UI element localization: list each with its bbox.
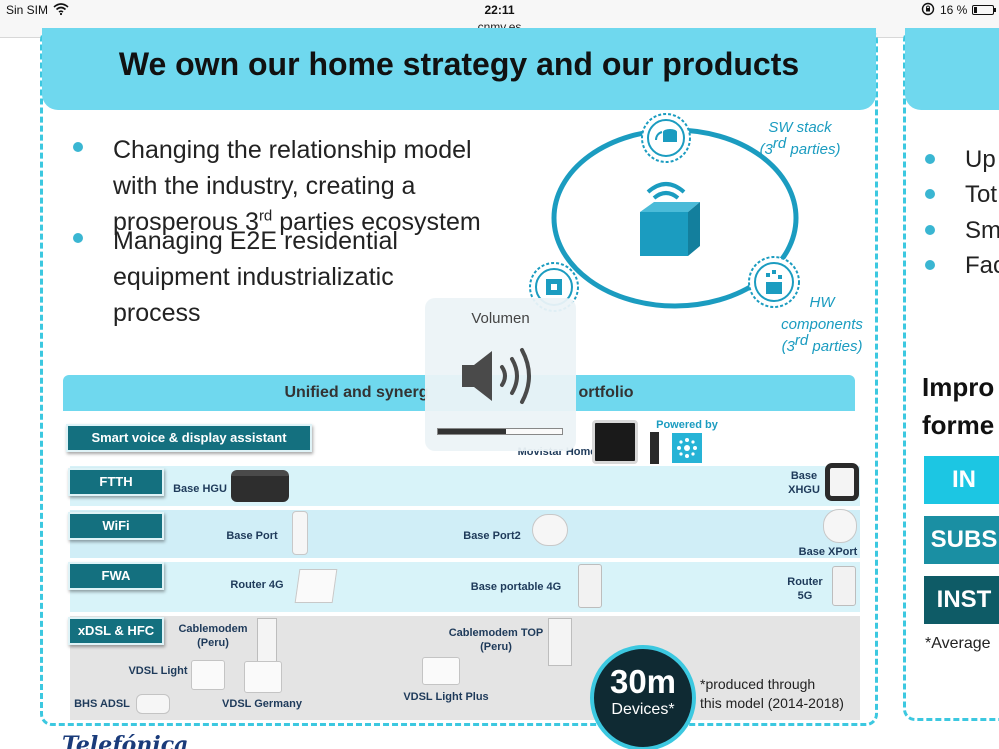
label-vdsl-germany: VDSL Germany <box>222 698 302 710</box>
devices-count: 30m <box>609 663 677 700</box>
label-powered-by: Powered by <box>656 419 718 431</box>
movistar-home-speaker <box>650 432 659 464</box>
router-5g-device <box>832 566 856 606</box>
bullet-dot <box>925 225 935 235</box>
vdsl-germany-device <box>244 661 282 693</box>
label-vdsl-light: VDSL Light <box>128 665 188 677</box>
bullet-dot <box>73 233 83 243</box>
label-router-4g: Router 4G <box>230 579 284 591</box>
bullet-2: Managing E2E residential equipment indus… <box>113 223 398 331</box>
base-hgu-device <box>231 470 289 502</box>
base-xport-device <box>823 509 857 543</box>
wifi-icon <box>53 3 69 16</box>
battery-icon <box>972 5 996 15</box>
next-box-2: SUBS <box>924 516 999 564</box>
vdsl-light-device <box>191 660 225 690</box>
base-port2-device <box>532 514 568 546</box>
battery-percent: 16 % <box>940 3 968 17</box>
vdsl-light-plus-device <box>422 657 460 685</box>
bullet-1-line-3: prosperous 3rd parties ecosystem <box>113 207 481 236</box>
bullet-2-line-2: equipment industrializatic <box>113 263 394 291</box>
chip-xdsl-hfc: xDSL & HFC <box>68 617 164 645</box>
cablemodem-top-device <box>548 618 572 666</box>
chip-fwa: FWA <box>68 562 164 590</box>
label-cablemodem-top: Cablemodem TOP (Peru) <box>448 627 544 653</box>
next-bullet-1: Up <box>965 146 996 173</box>
clock: 22:11 <box>484 3 515 17</box>
battery-level <box>974 7 977 13</box>
chip-ftth: FTTH <box>68 468 164 496</box>
orientation-lock-icon <box>921 2 935 16</box>
next-bullet-2: Tot <box>965 181 998 208</box>
volume-level <box>438 429 507 434</box>
label-base-hgu: Base HGU <box>173 483 227 495</box>
router-4g-device <box>294 569 338 603</box>
chip-wifi: WiFi <box>68 512 164 540</box>
row-band-fwa <box>70 562 860 612</box>
next-heading-line-2: forme <box>922 410 995 440</box>
volume-hud <box>425 298 576 451</box>
bullet-2-line-1: Managing E2E residential <box>113 227 398 255</box>
powered-by-logo <box>672 433 702 463</box>
row-band-wifi <box>70 510 860 558</box>
hw-components-icon <box>748 256 800 308</box>
row-band-ftth <box>70 466 860 506</box>
next-note: *Average <box>925 635 991 652</box>
label-base-portable-4g: Base portable 4G <box>470 581 562 593</box>
base-port-device <box>292 511 308 555</box>
volume-title: Volumen <box>471 310 530 327</box>
bullet-1: Changing the relationship model with the… <box>113 132 481 240</box>
bullet-dot <box>925 189 935 199</box>
next-box-1: IN <box>924 456 999 504</box>
next-slide-title-band <box>905 28 999 110</box>
label-base-port: Base Port <box>226 530 278 542</box>
wifi-cube-icon <box>640 182 700 256</box>
label-cablemodem-peru: Cablemodem (Peru) <box>178 623 248 649</box>
speaker-icon <box>462 348 531 404</box>
next-heading-line-1: Impro <box>922 372 995 402</box>
devices-unit: Devices* <box>611 701 675 718</box>
carrier-label: Sin SIM <box>6 3 49 17</box>
hw-components-label: HW components (3rd parties) <box>781 294 863 355</box>
movistar-home-device <box>592 420 638 464</box>
base-xhgu-device <box>825 463 859 501</box>
bullet-1-line-1: Changing the relationship model <box>113 136 472 164</box>
next-bullet-4: Fac <box>965 252 999 279</box>
volume-slider[interactable] <box>437 428 563 435</box>
bullet-dot <box>925 154 935 164</box>
next-bullet-3: Sm <box>965 217 999 244</box>
base-portable-4g-device <box>578 564 602 608</box>
cablemodem-peru-device <box>257 618 277 666</box>
label-base-port2: Base Port2 <box>463 530 521 542</box>
label-vdsl-light-plus: VDSL Light Plus <box>403 691 489 703</box>
chip-smart-voice: Smart voice & display assistant <box>66 424 312 452</box>
bhs-adsl-device <box>136 694 170 714</box>
devices-stat-circle <box>590 645 696 749</box>
title-band <box>42 28 876 110</box>
label-bhs-adsl: BHS ADSL <box>74 698 130 710</box>
next-box-3: INST <box>924 576 999 624</box>
label-base-xport: Base XPort <box>798 546 858 558</box>
devices-note: *produced through this model (2014-2018) <box>700 676 844 711</box>
bullet-dot <box>925 260 935 270</box>
bullet-dot <box>73 142 83 152</box>
sw-stack-icon <box>641 113 691 163</box>
telefonica-logo: Telefónica <box>62 732 189 749</box>
bullet-1-line-2: with the industry, creating a <box>113 172 416 200</box>
bullet-2-line-3: process <box>113 299 201 327</box>
ecosystem-diagram <box>529 113 800 312</box>
slide-title: We own our home strategy and our product… <box>118 46 800 82</box>
label-router-5g: Router 5G <box>787 576 823 602</box>
sw-stack-label: SW stack (3rd parties) <box>759 119 841 158</box>
label-base-xhgu: Base XHGU <box>788 470 820 496</box>
